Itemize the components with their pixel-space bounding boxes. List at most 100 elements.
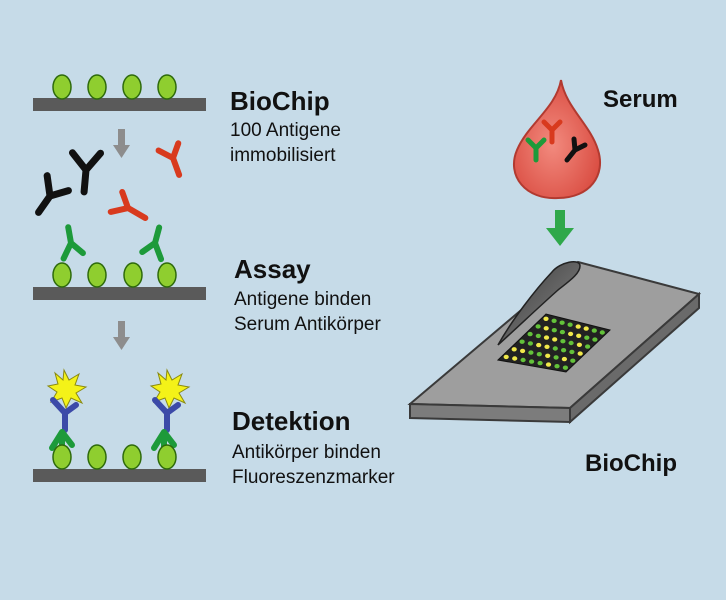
array-spot bbox=[591, 328, 597, 333]
step-desc-line: Serum Antikörper bbox=[234, 314, 381, 335]
step-assay-illustration bbox=[33, 140, 206, 300]
array-spot bbox=[553, 355, 559, 360]
antibody-green-icon bbox=[60, 224, 86, 262]
array-spot bbox=[552, 337, 558, 342]
antibody-black-icon bbox=[35, 172, 72, 216]
fluorescent-marker-icon bbox=[46, 368, 88, 410]
blood-drop-icon bbox=[512, 79, 601, 200]
antibody-green-icon bbox=[151, 429, 177, 451]
antibody-blue-icon bbox=[50, 397, 79, 433]
array-spot bbox=[559, 329, 566, 335]
chip-front-face bbox=[409, 402, 571, 424]
antigen-icon bbox=[87, 262, 107, 288]
serum-label: Serum bbox=[603, 86, 678, 113]
array-spot bbox=[552, 346, 558, 351]
chip-strip bbox=[33, 287, 206, 300]
array-spot bbox=[592, 337, 598, 342]
antibody-red-icon bbox=[107, 188, 149, 221]
array-spot bbox=[543, 316, 549, 321]
array-spot bbox=[535, 333, 541, 339]
array-spot bbox=[562, 365, 569, 370]
antigen-array bbox=[496, 313, 612, 373]
antigen-icon bbox=[157, 74, 177, 100]
array-spot bbox=[537, 360, 543, 366]
chip-side-face bbox=[569, 291, 700, 425]
array-spot bbox=[545, 353, 551, 358]
array-spot bbox=[536, 342, 542, 348]
array-spot bbox=[543, 326, 549, 331]
down-arrow-icon bbox=[113, 129, 130, 158]
antigen-icon bbox=[87, 444, 107, 470]
antigen-icon bbox=[122, 444, 142, 470]
chip-label: BioChip bbox=[585, 450, 677, 477]
array-spot bbox=[569, 349, 575, 355]
antigen-icon bbox=[52, 262, 72, 288]
antibody-green-icon bbox=[139, 224, 165, 263]
array-spot bbox=[527, 341, 534, 346]
array-spot bbox=[544, 344, 550, 349]
step-desc-line: Antikörper binden bbox=[232, 442, 381, 463]
antigen-icon bbox=[52, 74, 72, 100]
array-spot bbox=[536, 352, 542, 357]
array-spot bbox=[551, 318, 557, 323]
array-spot bbox=[559, 320, 565, 325]
array-spot bbox=[519, 339, 525, 344]
array-spot bbox=[560, 339, 566, 344]
array-substrate bbox=[496, 313, 612, 373]
array-spot bbox=[520, 348, 526, 354]
array-spot bbox=[585, 344, 591, 349]
step-desc-line: 100 Antigene bbox=[230, 120, 341, 141]
array-spot bbox=[528, 350, 534, 355]
array-spot bbox=[584, 335, 590, 340]
array-spot bbox=[561, 348, 567, 353]
step-desc-line: immobilisiert bbox=[230, 145, 336, 166]
array-spot bbox=[554, 364, 560, 369]
antibody-black-icon bbox=[564, 136, 588, 163]
array-spot bbox=[511, 347, 517, 352]
antibody-red-icon bbox=[541, 119, 563, 145]
antigen-icon bbox=[123, 262, 143, 288]
antigen-icon bbox=[122, 74, 142, 100]
array-spot bbox=[583, 326, 589, 331]
array-spot bbox=[512, 356, 518, 361]
antibody-red-icon bbox=[155, 140, 183, 178]
array-spot bbox=[503, 354, 509, 360]
array-spot bbox=[575, 324, 581, 329]
array-spot bbox=[551, 328, 557, 333]
antibody-green-icon bbox=[525, 137, 547, 163]
array-spot bbox=[527, 331, 533, 337]
array-spot bbox=[561, 356, 568, 362]
green-down-arrow-icon bbox=[546, 210, 574, 246]
array-spot bbox=[568, 331, 574, 337]
array-spot bbox=[567, 322, 573, 327]
needle-icon bbox=[497, 261, 581, 346]
biochip-3d-illustration bbox=[407, 260, 702, 425]
step-detection-illustration bbox=[33, 368, 206, 482]
antibody-black-icon bbox=[68, 149, 105, 196]
antigen-icon bbox=[87, 74, 107, 100]
step-desc-line: Fluoreszenzmarker bbox=[232, 467, 395, 488]
array-spot bbox=[543, 335, 550, 340]
array-spot bbox=[576, 342, 583, 347]
array-spot bbox=[535, 324, 541, 329]
array-spot bbox=[570, 358, 576, 363]
chip-strip bbox=[33, 98, 206, 111]
array-spot bbox=[545, 362, 552, 367]
antigen-icon bbox=[157, 444, 177, 470]
array-spot bbox=[520, 357, 526, 363]
antibody-blue-icon bbox=[152, 397, 181, 433]
step-biochip-illustration bbox=[33, 74, 206, 111]
antigen-icon bbox=[52, 444, 72, 470]
array-spot bbox=[576, 333, 582, 338]
chip-strip bbox=[33, 469, 206, 482]
array-spot bbox=[529, 359, 535, 364]
step-title-assay: Assay bbox=[234, 254, 311, 284]
array-spot bbox=[577, 351, 583, 356]
step-title-biochip: BioChip bbox=[230, 86, 330, 116]
down-arrow-icon bbox=[113, 321, 130, 350]
step-title-detection: Detektion bbox=[232, 406, 351, 436]
serum-drop-illustration bbox=[512, 79, 601, 200]
array-spot bbox=[599, 330, 605, 335]
step-desc-line: Antigene binden bbox=[234, 289, 372, 310]
